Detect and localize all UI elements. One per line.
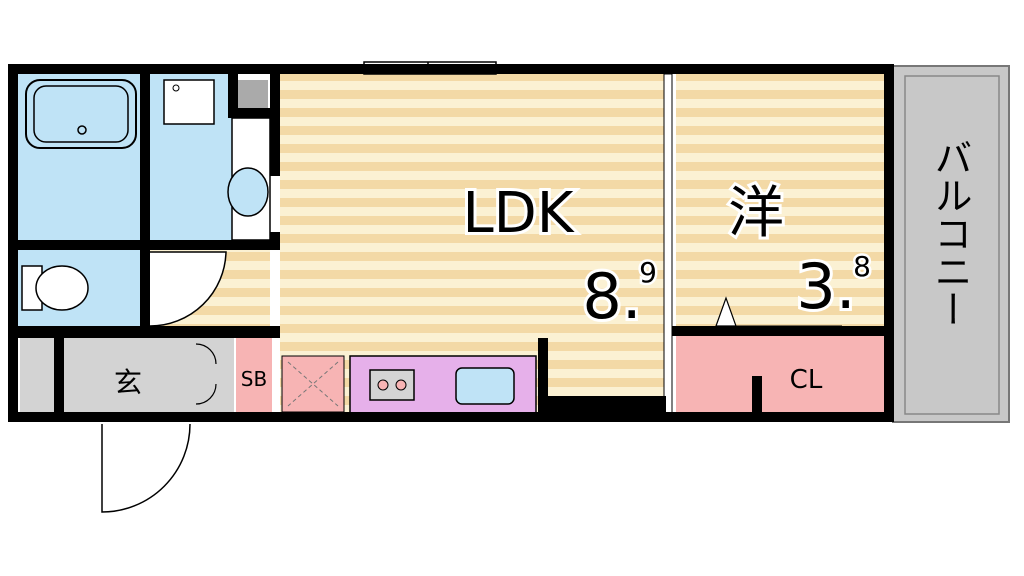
ldk-label: LDK [462,181,574,246]
fridge-space [281,355,345,413]
western-room-size-decimal: 8 [853,250,871,283]
washing-machine-icon [163,79,215,125]
western-room-label: 洋 [728,181,784,246]
kitchen-sink-icon [455,367,515,405]
shoe-box [236,336,272,414]
western-room [676,74,884,336]
entrance-label: 玄 [114,366,142,399]
ldk-size: 8. [582,260,641,333]
entrance [64,338,234,412]
sliding-partition [663,73,673,415]
balcony-label-text: バルコニー [928,138,972,328]
ldk-size-decimal: 9 [639,256,657,289]
door-swing [149,251,227,327]
western-room-size: 3. [796,250,855,323]
closet-label: CL [790,365,823,395]
shoe-box-door-icon [195,343,217,405]
closet [676,336,884,414]
toilet-icon [35,265,89,311]
stove-icon [369,369,415,401]
entrance-door [101,423,191,513]
walls [8,64,894,422]
wash-basin-icon [227,167,269,217]
shoe-box-label: SB [241,367,267,391]
